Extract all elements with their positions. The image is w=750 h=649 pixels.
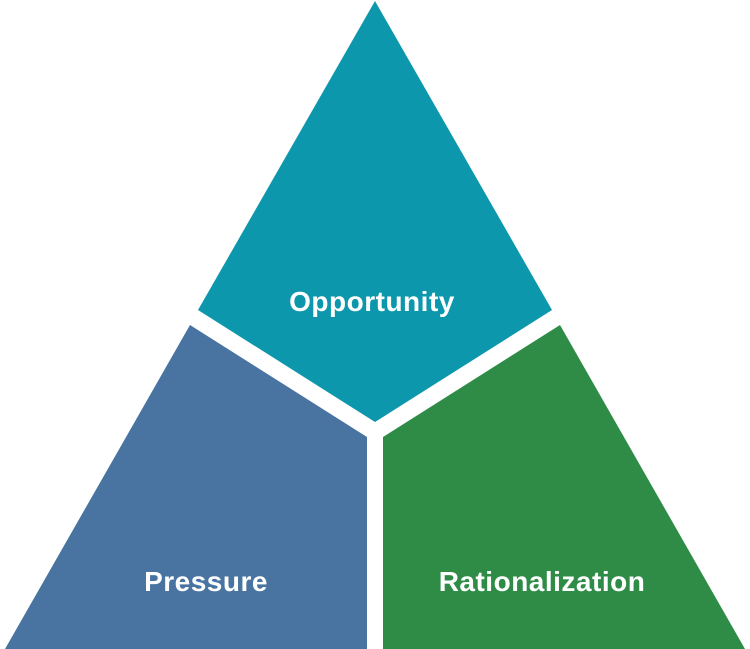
rationalization-segment <box>383 325 745 649</box>
rationalization-label: Rationalization <box>439 566 646 597</box>
pressure-label: Pressure <box>144 566 268 597</box>
pressure-segment <box>5 325 367 649</box>
opportunity-segment <box>198 1 552 422</box>
opportunity-label: Opportunity <box>289 286 455 317</box>
